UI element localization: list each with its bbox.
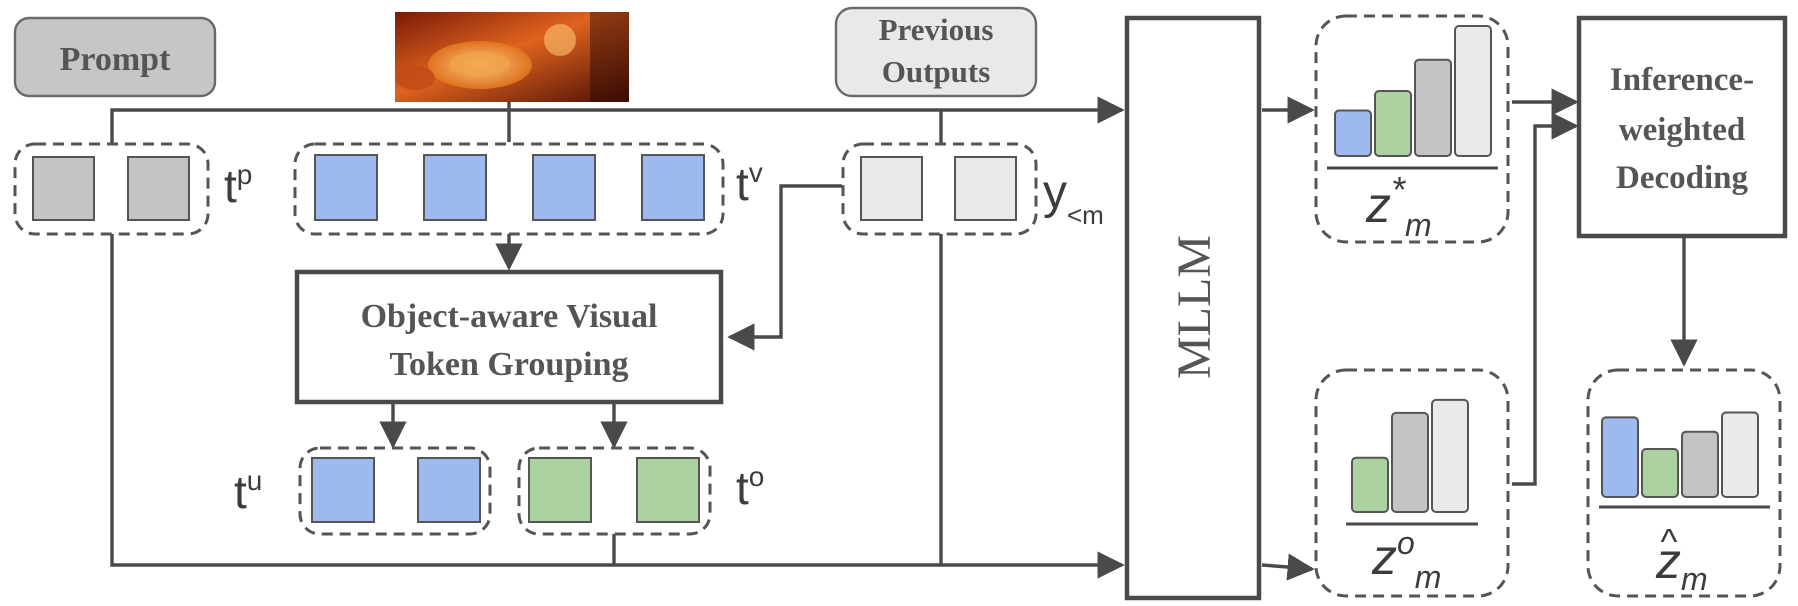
object-aware-grouping-box: Object-aware Visual Token Grouping [294, 269, 724, 405]
z-hat-bar-gray [1681, 430, 1719, 498]
grouping-line1: Object-aware Visual [361, 298, 658, 335]
zo-to-decoding-arrow [1512, 112, 1579, 486]
z-star-bar-gray [1414, 58, 1452, 157]
z-obj-bar-light [1431, 398, 1469, 513]
bottom-line-to-mllm [110, 232, 1125, 579]
grouping-line2: Token Grouping [389, 346, 628, 383]
z-hat-bar-green [1641, 448, 1679, 498]
top-line-to-mllm [110, 96, 1125, 146]
previous-token-label: y<m [1043, 166, 1104, 230]
z-star-bar-blue [1334, 109, 1372, 157]
mllm-to-zo-arrow [1261, 553, 1315, 581]
inference-weighted-decoding-box: Inference- weighted Decoding [1576, 15, 1788, 239]
prompt-tokens: tp [13, 142, 252, 236]
visual-token-label: tv [736, 157, 763, 210]
visual-tokens: tv [293, 142, 763, 236]
unimportant-token-label: tu [234, 465, 262, 518]
prompt-token-label: tp [224, 159, 252, 212]
z-hat-bar-blue [1601, 416, 1639, 499]
decoding-line3: Decoding [1616, 160, 1749, 196]
z-star-distribution: z*m [1314, 14, 1510, 244]
previous-output-tokens: y<m [841, 142, 1104, 236]
previous-outputs-line2: Outputs [882, 54, 991, 89]
z-obj-bar-gray [1391, 411, 1429, 514]
mllm-box: MLLM [1124, 15, 1262, 601]
unimportant-tokens: tu [234, 446, 492, 536]
previous-outputs-line1: Previous [879, 12, 994, 47]
object-tokens: to [517, 446, 764, 536]
z-hat-bar-light [1721, 411, 1759, 498]
decoding-line2: weighted [1619, 112, 1746, 148]
z-obj-bar-green [1351, 456, 1389, 513]
previous-outputs-label-box: Previous Outputs [834, 6, 1038, 98]
z-star-bar-green [1374, 90, 1412, 157]
prompt-label: Prompt [60, 41, 171, 78]
z-obj-distribution: zom [1314, 368, 1510, 598]
z-hat-bars [1601, 411, 1759, 499]
prompt-label-box: Prompt [13, 16, 217, 98]
z-hat-accent: ^ [1661, 521, 1678, 562]
z-star-label: z*m [1365, 169, 1432, 243]
z-obj-bars [1351, 398, 1469, 514]
decoding-line1: Inference- [1610, 62, 1754, 98]
z-hat-label: zm [1655, 533, 1708, 597]
input-image [395, 12, 629, 102]
object-token-label: to [736, 461, 764, 514]
mllm-label: MLLM [1168, 235, 1221, 379]
z-hat-distribution: ^ zm [1586, 368, 1782, 598]
z-star-bars [1334, 25, 1492, 157]
z-star-bar-light [1454, 25, 1492, 157]
z-obj-label: zom [1371, 525, 1441, 595]
previous-to-grouping-arrow [727, 184, 842, 351]
connections [110, 88, 1698, 581]
